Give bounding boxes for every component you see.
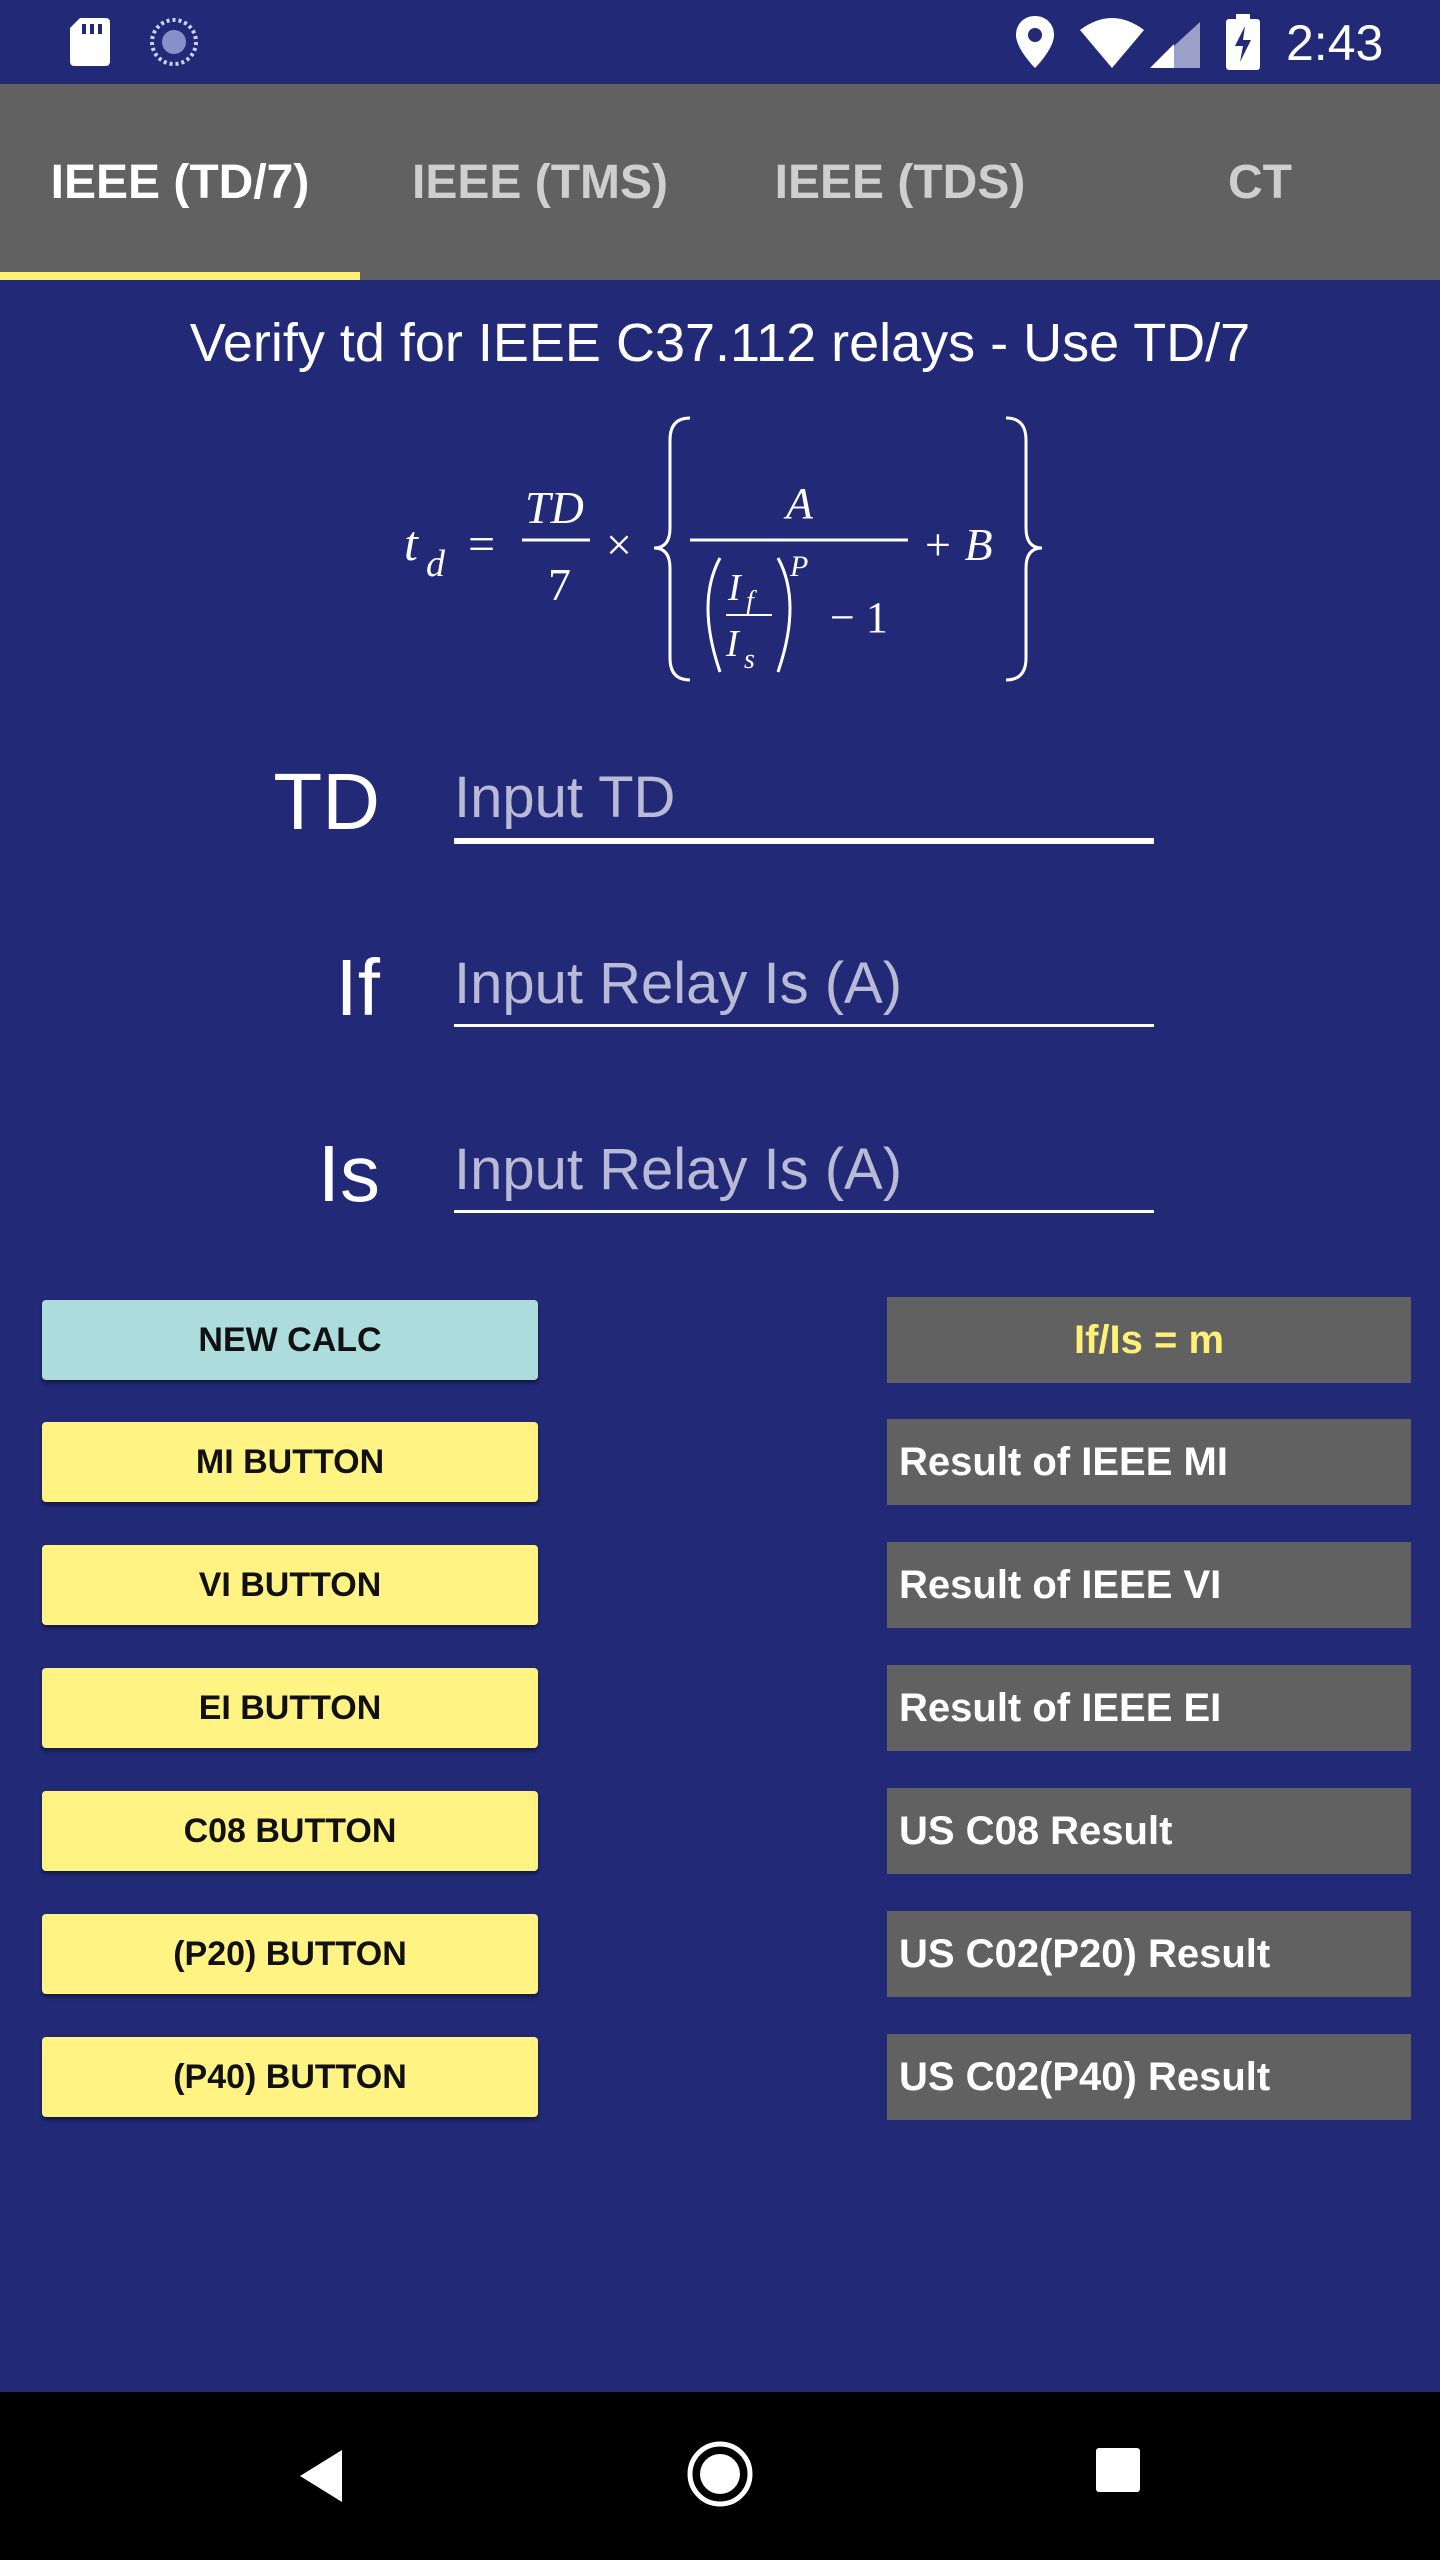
sd-card-icon: [70, 18, 110, 66]
active-tab-indicator: [0, 272, 360, 280]
p40-button[interactable]: (P40) BUTTON: [42, 2037, 538, 2117]
status-bar: 2:43: [0, 0, 1440, 84]
signal-icon: [1150, 22, 1200, 68]
formula-exponent: P: [789, 550, 808, 583]
tab-ieee-tds[interactable]: IEEE (TDS): [774, 155, 1026, 209]
relay-setting-input[interactable]: Input Relay Is (A): [454, 1130, 1154, 1213]
wifi-icon: [1080, 18, 1144, 68]
ei-result: Result of IEEE EI: [887, 1665, 1411, 1751]
svg-text:s: s: [744, 644, 755, 675]
p40-result: US C02(P40) Result: [887, 2034, 1411, 2120]
clock: 2:43: [1286, 15, 1384, 71]
page-heading: Verify td for IEEE C37.112 relays - Use …: [189, 313, 1251, 373]
mi-button[interactable]: MI BUTTON: [42, 1422, 538, 1502]
vi-button[interactable]: VI BUTTON: [42, 1545, 538, 1625]
formula-times: ×: [606, 519, 632, 570]
ratio-result: If/Is = m: [887, 1297, 1411, 1383]
tab-bar: IEEE (TD/7) IEEE (TMS) IEEE (TDS) CT: [0, 84, 1440, 280]
formula-minus-one: − 1: [830, 593, 888, 642]
formula-inner-numerator: A: [783, 479, 814, 528]
is-label: Is: [317, 1129, 380, 1218]
tab-ieee-td7[interactable]: IEEE (TD/7): [50, 155, 310, 209]
home-icon[interactable]: [686, 2440, 754, 2508]
battery-charging-icon: [1226, 14, 1260, 70]
back-icon[interactable]: [296, 2448, 346, 2504]
navigation-bar: [0, 2392, 1440, 2560]
mi-result: Result of IEEE MI: [887, 1419, 1411, 1505]
svg-text:f: f: [746, 586, 757, 617]
fault-current-input[interactable]: Input Relay Is (A): [454, 944, 1154, 1027]
if-label: If: [335, 943, 380, 1032]
recent-apps-icon[interactable]: [1096, 2448, 1140, 2492]
svg-text:=: =: [468, 518, 495, 571]
p20-button[interactable]: (P20) BUTTON: [42, 1914, 538, 1994]
tab-ieee-tms[interactable]: IEEE (TMS): [411, 155, 668, 209]
td-label: TD: [273, 757, 380, 846]
p20-result: US C02(P20) Result: [887, 1911, 1411, 1997]
ei-button[interactable]: EI BUTTON: [42, 1668, 538, 1748]
tab-ct[interactable]: CT: [1228, 155, 1292, 209]
formula-plus-b: + B: [922, 519, 993, 570]
vi-result: Result of IEEE VI: [887, 1542, 1411, 1628]
td-input[interactable]: Input TD: [454, 758, 1154, 844]
formula-denominator: 7: [548, 559, 571, 610]
location-icon: [1016, 16, 1054, 68]
formula-is: I: [725, 623, 741, 665]
formula-numerator: TD: [525, 482, 584, 533]
formula-td-sub: d: [426, 543, 446, 585]
formula-if: I: [727, 567, 743, 609]
formula-image: t d = TD 7 × A I f I s P − 1 + B: [404, 416, 1043, 682]
c08-result: US C08 Result: [887, 1788, 1411, 1874]
formula-td: t: [404, 515, 419, 571]
sync-icon: [150, 18, 198, 66]
c08-button[interactable]: C08 BUTTON: [42, 1791, 538, 1871]
new-calc-button[interactable]: NEW CALC: [42, 1300, 538, 1380]
